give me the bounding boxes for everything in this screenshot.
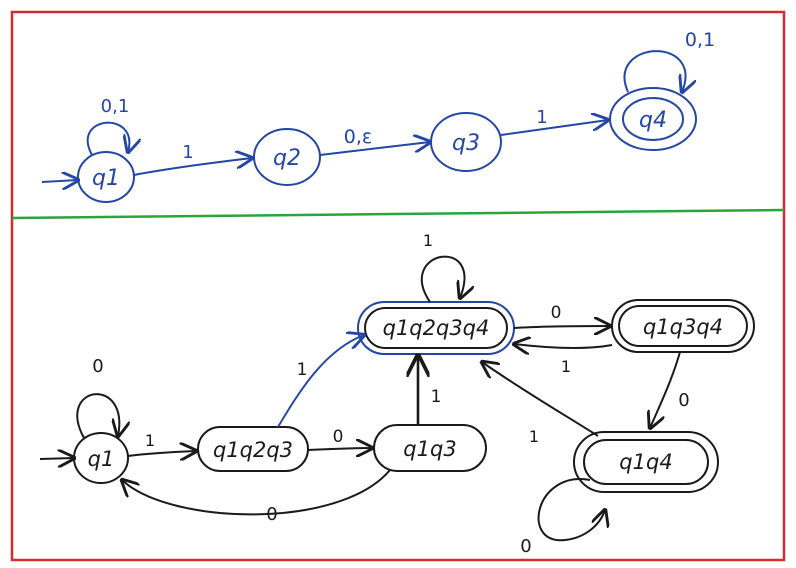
nfa-label-q1-q2: 1	[182, 142, 193, 163]
nfa-state-q4-inner	[622, 97, 684, 141]
dfa-start-arrow	[39, 458, 74, 459]
dfa-loop-q1	[76, 393, 119, 438]
nfa-loop-q4	[623, 50, 686, 92]
dfa-label-q1q3q4-q1q4: 0	[678, 390, 689, 411]
dfa-state-q1q3q4-outer	[611, 299, 755, 353]
outer-frame	[10, 10, 786, 562]
dfa-state-q1q3	[373, 424, 487, 472]
nfa-diagram	[41, 50, 697, 203]
nfa-loop-q1	[86, 121, 130, 155]
dfa-label-q1q2q3: q1q2q3	[213, 438, 293, 462]
dfa-label-loop-q1: 0	[92, 356, 103, 377]
dfa-label-q1q2q3-q1q2q3q4: 1	[297, 360, 308, 380]
dfa-label-q1q3-q1: 0	[266, 504, 277, 525]
dfa-label-q1q4-q1q2q3q4: 1	[529, 427, 539, 446]
dfa-label-loop-q1q2q3q4: 1	[423, 231, 433, 250]
dfa-label-q1q2q3-q1q3: 0	[333, 427, 344, 447]
dfa-edge-q1q2q3-q1q2q3q4	[277, 335, 364, 428]
nfa-edge-q2-q3	[319, 142, 430, 156]
dfa-edge-q1q4-q1q2q3q4	[482, 362, 599, 437]
dfa-label-q1q2q3q4: q1q2q3q4	[383, 316, 490, 340]
nfa-label-q1: q1	[92, 166, 120, 191]
dfa-loop-q1q4	[537, 478, 605, 542]
dfa-label-q1q2q3q4-q1q3q4: 0	[551, 303, 562, 323]
dfa-label-q1q3: q1q3	[403, 437, 456, 461]
nfa-label-q3-q4: 1	[536, 107, 547, 128]
nfa-label-q3: q3	[452, 131, 480, 156]
nfa-label-q2-q3: 0,ε	[344, 126, 372, 148]
nfa-label-q2: q2	[273, 146, 301, 171]
dfa-diagram	[39, 255, 755, 542]
nfa-edge-q3-q4	[500, 120, 608, 136]
dfa-loop-q1q2q3q4	[421, 255, 465, 302]
nfa-label-loop-q4: 0,1	[685, 29, 715, 51]
dfa-labels: q1 q1q2q3 q1q3 q1q2q3q4 q1q3q4 q1q4 0 1 …	[88, 231, 723, 557]
nfa-state-q1	[77, 151, 135, 203]
dfa-edge-q1q2q3q4-q1q3q4	[513, 326, 610, 328]
dfa-label-q1q3q4: q1q3q4	[643, 315, 723, 339]
dfa-state-q1q4-inner	[583, 439, 709, 485]
nfa-label-loop-q1: 0,1	[101, 96, 130, 117]
section-divider	[11, 208, 785, 220]
nfa-start-arrow	[41, 180, 78, 182]
dfa-label-q1q4: q1q4	[619, 450, 672, 474]
dfa-edge-q1q3-q1	[122, 469, 391, 516]
nfa-edge-q1-q2	[133, 158, 252, 176]
dfa-edge-q1q2q3-q1q3	[307, 448, 372, 450]
dfa-label-q1q3q4-q1q2q3q4: 1	[561, 357, 571, 376]
dfa-state-q1	[73, 432, 129, 484]
dfa-state-q1q3q4-inner	[618, 305, 748, 347]
dfa-label-loop-q1q4: 0	[520, 536, 531, 557]
dfa-edge-q1q3q4-q1q2q3q4	[514, 344, 613, 348]
dfa-state-q1q2q3q4-inner	[364, 307, 508, 349]
dfa-edge-q1q3q4-q1q4	[650, 351, 681, 428]
nfa-labels: q1 q2 q3 q4 0,1 1 0,ε 1 0,1	[92, 29, 715, 191]
dfa-label-q1-q1q2q3: 1	[145, 431, 155, 450]
dfa-label-q1: q1	[88, 447, 115, 471]
dfa-state-q1q4-outer	[573, 431, 719, 493]
dfa-edge-q1-q1q2q3	[127, 451, 196, 456]
dfa-label-q1q3-q1q2q3q4: 1	[431, 387, 442, 407]
nfa-label-q4: q4	[639, 108, 667, 133]
